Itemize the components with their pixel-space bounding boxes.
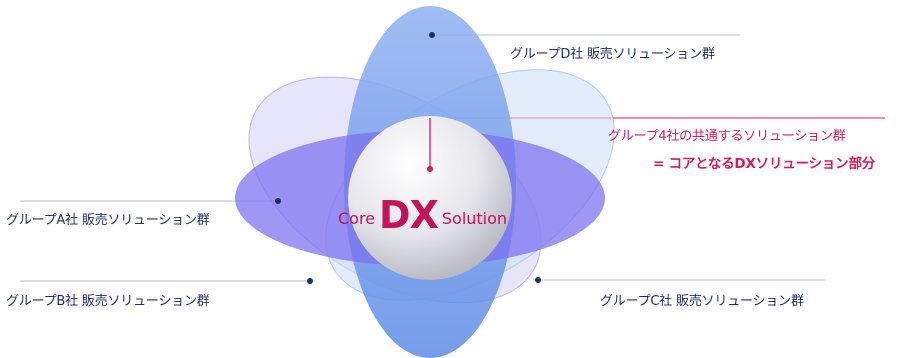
- label-group-d: グループD社 販売ソリューション群: [510, 47, 715, 62]
- marker-dot-group-c: [535, 277, 541, 283]
- label-group-b: グループB社 販売ソリューション群: [6, 294, 210, 309]
- marker-dot-group-b: [307, 278, 313, 284]
- core-suffix: Solution: [441, 209, 508, 228]
- core-prefix: Core: [338, 209, 376, 228]
- label-core-dx-part: = コアとなるDXソリューション部分: [653, 156, 876, 172]
- label-group-c: グループC社 販売ソリューション群: [600, 294, 804, 309]
- label-group-a: グループA社 販売ソリューション群: [6, 213, 210, 228]
- label-shared-solutions: グループ4社の共通するソリューション群: [608, 129, 846, 144]
- core-main: DX: [379, 193, 439, 237]
- marker-dot-core: [427, 166, 433, 172]
- marker-dot-group-a: [275, 198, 281, 204]
- core-sphere: [348, 116, 512, 280]
- marker-dot-group-d: [429, 32, 435, 38]
